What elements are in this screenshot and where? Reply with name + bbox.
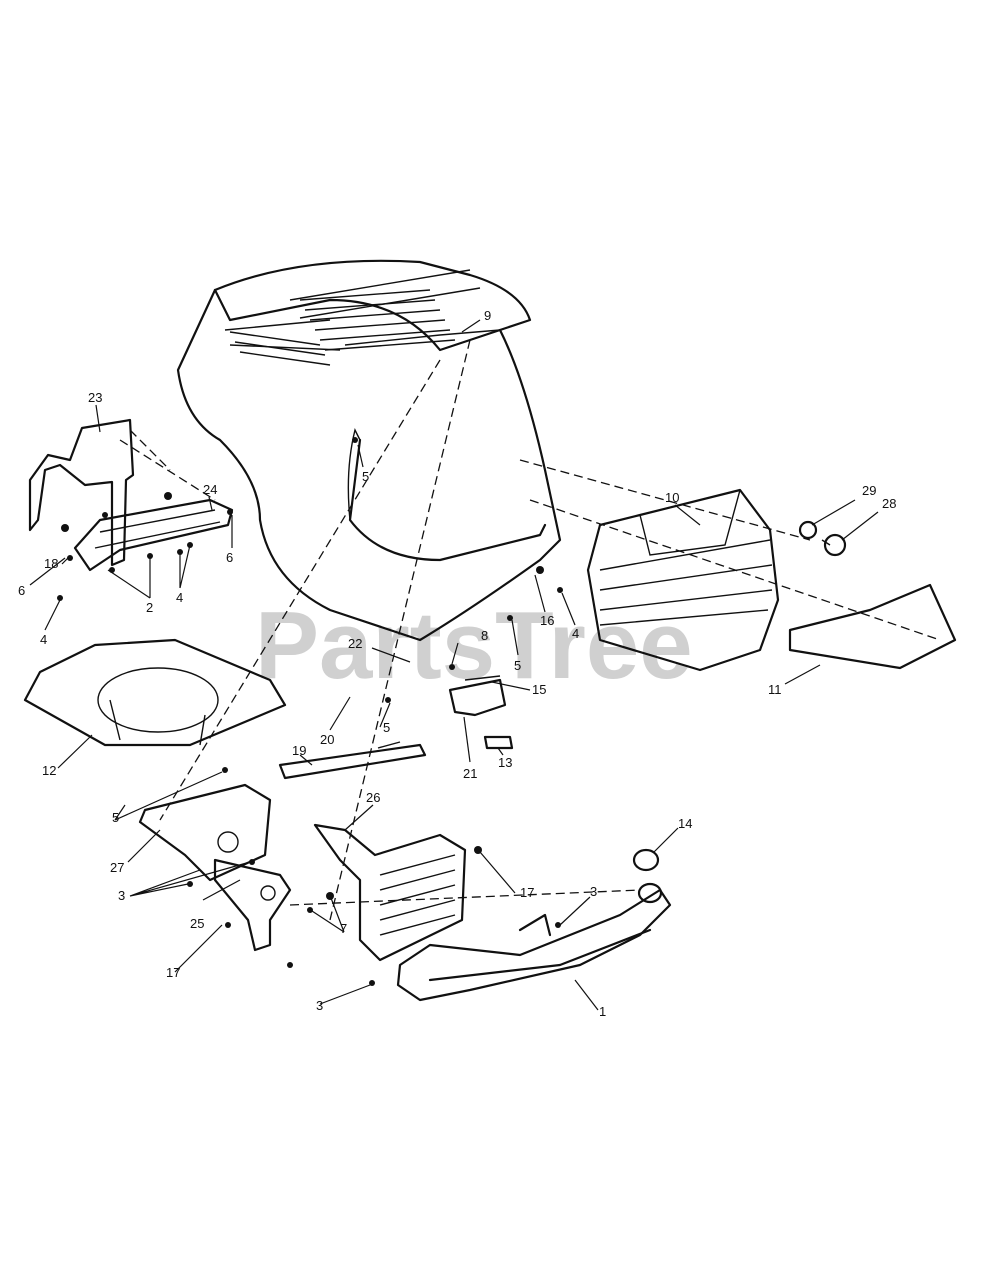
watermark-text: PartsTree: [255, 592, 693, 699]
callout-22: 22: [348, 636, 362, 651]
bracket-25: [213, 858, 292, 952]
callout-labels: 9 23 24 5 18 6 6 2 4 4 10 29 28 16 4 5 8…: [18, 308, 896, 1019]
callout-29: 29: [862, 483, 876, 498]
callout-27: 27: [110, 860, 124, 875]
bracket-23: [28, 418, 135, 567]
callout-23: 23: [88, 390, 102, 405]
callout-8: 8: [481, 628, 488, 643]
callout-1: 1: [599, 1004, 606, 1019]
callout-10: 10: [665, 490, 679, 505]
callout-4: 4: [572, 626, 579, 641]
callout-13: 13: [498, 755, 512, 770]
callout-9: 9: [484, 308, 491, 323]
bumper-1: [396, 888, 672, 1002]
callout-16: 16: [540, 613, 554, 628]
knob-29-28: [798, 520, 847, 557]
callout-17: 17: [166, 965, 180, 980]
bracket-27: [138, 783, 272, 882]
callout-11: 11: [768, 682, 782, 697]
callout-14: 14: [678, 816, 692, 831]
callout-21: 21: [463, 766, 477, 781]
fasteners: [57, 437, 563, 986]
callout-5: 5: [383, 720, 390, 735]
callout-3: 3: [590, 884, 597, 899]
bracket-24: [73, 498, 234, 572]
callout-5: 5: [514, 658, 521, 673]
callout-18: 18: [44, 556, 58, 571]
callout-3: 3: [118, 888, 125, 903]
callout-28: 28: [882, 496, 896, 511]
callout-20: 20: [320, 732, 334, 747]
callout-12: 12: [42, 763, 56, 778]
caps-14: [632, 848, 663, 904]
grille-10: [586, 488, 780, 672]
callout-25: 25: [190, 916, 204, 931]
grill-26: [313, 823, 467, 962]
callout-4: 4: [176, 590, 183, 605]
callout-24: 24: [203, 482, 217, 497]
callout-2: 2: [146, 600, 153, 615]
callout-26: 26: [366, 790, 380, 805]
plate-12: [23, 638, 287, 747]
callout-5: 5: [362, 469, 369, 484]
callout-19: 19: [292, 743, 306, 758]
callout-17: 17: [520, 885, 534, 900]
callout-7: 7: [340, 921, 347, 936]
latch-21-15-13: [448, 675, 514, 750]
callout-15: 15: [532, 682, 546, 697]
callout-5: 5: [112, 810, 119, 825]
callout-6: 6: [226, 550, 233, 565]
callout-4: 4: [40, 632, 47, 647]
leader-lines: [29, 319, 879, 1011]
cover-11: [788, 583, 957, 670]
hood-part: [176, 259, 562, 642]
callout-6: 6: [18, 583, 25, 598]
callout-3: 3: [316, 998, 323, 1013]
rod-19: [278, 741, 427, 780]
